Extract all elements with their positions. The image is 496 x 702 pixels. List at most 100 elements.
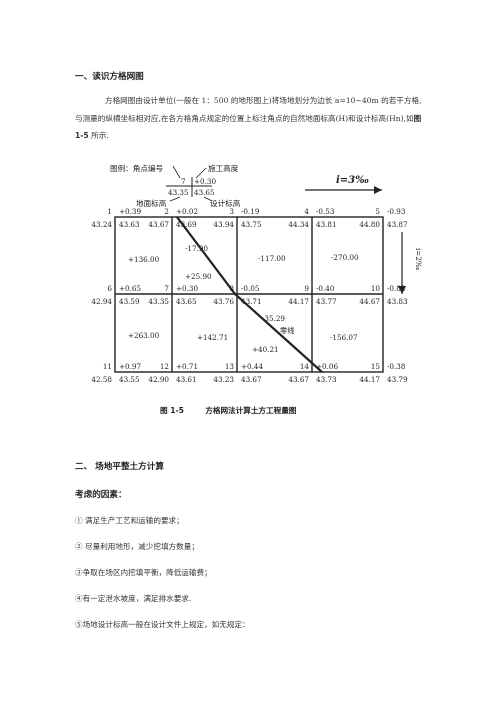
- corner-design-elev: 43.75: [241, 220, 262, 229]
- corner-ground-elev: 43.67: [288, 375, 309, 384]
- corner-design-elev: 43.71: [241, 297, 262, 306]
- corner-design-elev: 43.55: [119, 375, 140, 384]
- section1-paragraph: 方格网图由设计单位(一般在 1：500 的地形图上)将场地划分为边长 a=10∼…: [75, 92, 425, 145]
- grid-corners: 1 +0.39 43.24 43.63 2 +0.02 43.67 43.69 3 -0.19 43…: [91, 207, 408, 384]
- zero-line-label: 零线: [280, 326, 294, 335]
- vertical-slope-label: i=2‰: [414, 248, 423, 271]
- volume-label: -117.00: [258, 254, 286, 263]
- arrow-right-icon: [374, 186, 382, 194]
- volume-label: +263.00: [128, 331, 160, 340]
- grid-lines: [114, 216, 384, 373]
- corner-design-elev: 43.65: [176, 297, 197, 306]
- corner-number: 12: [160, 362, 169, 371]
- factor-item: ② 尽量利用地形，减少挖填方数量；: [75, 542, 199, 551]
- corner-ground-elev: 43.23: [213, 375, 234, 384]
- corner-work-height: +0.71: [176, 362, 198, 371]
- corner-work-height: -0.53: [316, 207, 335, 216]
- corner-work-height: +0.44: [241, 362, 263, 371]
- volume-label: +40.21: [252, 345, 279, 354]
- corner-ground-elev: 44.17: [288, 297, 309, 306]
- corner-design-elev: 43.61: [176, 375, 197, 384]
- corner-work-height: +0.39: [119, 207, 141, 216]
- volume-label: -156.07: [330, 333, 358, 342]
- factor-item: ④有一定泄水坡度，满足排水要求.: [75, 594, 192, 603]
- corner-design-elev: 43.63: [119, 220, 140, 229]
- legend-work-height: +0.30: [194, 177, 216, 186]
- corner-number: 8: [229, 284, 234, 293]
- volume-label: +25.90: [185, 272, 212, 281]
- grid-corner: 8 -0.05 43.76 43.71: [213, 284, 261, 306]
- paragraph-text: 方格网图由设计单位(一般在 1：500 的地形图上)将场地划分为边长 a=10∼…: [75, 96, 422, 123]
- corner-work-height: -0.05: [241, 284, 260, 293]
- corner-design-elev: 43.69: [176, 220, 197, 229]
- vertical-slope: i=2‰: [398, 232, 423, 294]
- grid-corner: 3 -0.19 43.94 43.75: [213, 207, 262, 229]
- corner-ground-elev: 43.94: [213, 220, 234, 229]
- corner-design-elev: 43.87: [387, 220, 408, 229]
- corner-number: 1: [107, 207, 112, 216]
- corner-design-elev: 43.67: [241, 375, 262, 384]
- corner-number: 3: [229, 207, 234, 216]
- grid-volumes: +136.00 -17.90 +25.90 -117.00 -270.00 +2…: [128, 244, 359, 354]
- grid-corner: 10 -0.84 44.67 43.83: [359, 284, 408, 306]
- corner-number: 9: [304, 284, 309, 293]
- factor-item: ③争取在场区内挖填平衡，降低运输费；: [75, 568, 212, 577]
- corner-ground-elev: 43.35: [148, 297, 169, 306]
- corner-number: 2: [164, 207, 169, 216]
- corner-work-height: -0.84: [387, 284, 406, 293]
- corner-work-height: -0.40: [316, 284, 335, 293]
- volume-label: -17.90: [185, 244, 208, 253]
- corner-number: 10: [371, 284, 381, 293]
- legend-work-label: 施工高度: [208, 163, 239, 173]
- corner-number: 14: [300, 362, 310, 371]
- arrow-down-icon: [398, 286, 406, 294]
- corner-ground-elev: 43.24: [91, 220, 112, 229]
- legend-design-label: 设计标高: [210, 198, 241, 208]
- corner-ground-elev: 44.34: [288, 220, 309, 229]
- volume-label: -270.00: [331, 253, 359, 262]
- corner-design-elev: 43.81: [316, 220, 337, 229]
- legend-corner-label: 图例：角点编号: [110, 163, 164, 173]
- corner-work-height: -0.19: [241, 207, 260, 216]
- corner-work-height: +0.65: [119, 284, 141, 293]
- volume-label: -35.29: [262, 314, 285, 323]
- corner-work-height: +0.97: [119, 362, 141, 371]
- corner-ground-elev: 44.67: [359, 297, 380, 306]
- corner-work-height: +0.02: [176, 207, 198, 216]
- corner-number: 15: [371, 362, 381, 371]
- section1-heading: 一、读识方格网图: [75, 72, 144, 82]
- legend-design-elev: 43.65: [194, 188, 215, 197]
- corner-number: 7: [164, 284, 169, 293]
- corner-number: 6: [107, 284, 112, 293]
- caption-number: 图 1-5: [160, 406, 184, 415]
- volume-label: +142.71: [197, 333, 228, 342]
- legend-corner-no: 7: [181, 177, 186, 186]
- corner-work-height: -0.38: [387, 362, 406, 371]
- corner-ground-elev: 43.76: [213, 297, 234, 306]
- grid-corner: 7 +0.30 43.35 43.65: [148, 284, 198, 306]
- corner-ground-elev: 42.58: [91, 375, 112, 384]
- grid-corner: 11 +0.97 42.58 43.55: [91, 362, 141, 384]
- corner-ground-elev: 44.17: [359, 375, 380, 384]
- corner-ground-elev: 44.80: [359, 220, 380, 229]
- horizontal-slope-label: i=3‰: [336, 175, 369, 186]
- legend-ground-elev: 43.35: [168, 188, 189, 197]
- factor-item: ① 满足生产工艺和运输的要求；: [75, 516, 184, 525]
- figure-reference: 图 1-5: [75, 113, 422, 141]
- corner-number: 13: [225, 362, 235, 371]
- corner-number: 5: [375, 207, 380, 216]
- corner-ground-elev: 42.94: [91, 297, 112, 306]
- corner-number: 11: [103, 362, 112, 371]
- section2-heading: 二、 场地平整土方计算: [75, 462, 164, 472]
- volume-label: +136.00: [128, 255, 160, 264]
- corner-design-elev: 43.73: [316, 375, 337, 384]
- corner-design-elev: 43.83: [387, 297, 408, 306]
- grid-corner: 13 +0.44 43.23 43.67: [213, 362, 263, 384]
- corner-work-height: +0.30: [176, 284, 198, 293]
